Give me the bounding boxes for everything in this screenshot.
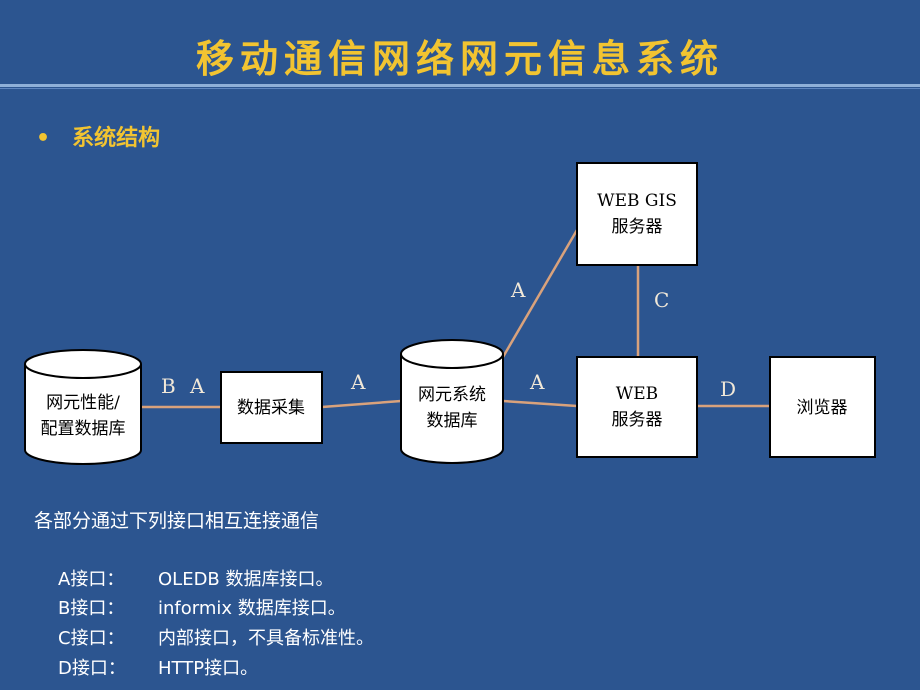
interface-desc-b: informix 数据库接口。 [158, 598, 346, 619]
interface-label-d: D [720, 377, 736, 401]
title-divider-thin [0, 88, 920, 89]
link-sysdb-webgis [501, 229, 579, 358]
interface-row-b: B接口： informix 数据库接口。 [58, 594, 346, 620]
interface-row-d: D接口： HTTP接口。 [58, 654, 258, 680]
interface-desc-d: HTTP接口。 [158, 658, 259, 679]
section-heading: • 系统结构 [36, 120, 160, 152]
network-system-database: 网元系统 数据库 [400, 339, 504, 464]
title-divider [0, 84, 920, 87]
webgis-server-label-2: 服务器 [612, 217, 663, 237]
network-config-database-label-1: 网元性能/ [46, 393, 120, 413]
section-heading-text: 系统结构 [72, 126, 161, 151]
interface-key-a: A接口： [58, 569, 125, 590]
interface-row-a: A接口： OLEDB 数据库接口。 [58, 565, 334, 591]
browser-label: 浏览器 [797, 398, 848, 418]
interface-desc-c: 内部接口，不具备标准性。 [158, 628, 374, 649]
web-server-label-1: WEB [616, 384, 658, 404]
link-collect-sysdb [321, 399, 402, 409]
bullet-icon: • [36, 126, 51, 151]
interface-label-b: B [161, 374, 176, 398]
network-system-database-label-2: 数据库 [427, 411, 478, 431]
link-sysdb-web [502, 399, 578, 408]
network-config-database-label-2: 配置数据库 [41, 419, 126, 439]
interface-desc-a: OLEDB 数据库接口。 [158, 569, 334, 590]
browser-box: 浏览器 [769, 356, 876, 458]
interface-label-a-web: A [529, 370, 545, 394]
interface-key-d: D接口： [58, 658, 126, 679]
interface-row-c: C接口： 内部接口，不具备标准性。 [58, 624, 374, 650]
interface-label-a-collect: A [189, 374, 205, 398]
interface-key-c: C接口： [58, 628, 125, 649]
interface-key-b: B接口： [58, 598, 125, 619]
interface-label-a-sysdb: A [350, 370, 366, 394]
data-collection-label: 数据采集 [237, 398, 305, 418]
webgis-server-label-1: WEB GIS [597, 191, 677, 211]
interfaces-intro: 各部分通过下列接口相互连接通信 [34, 510, 320, 532]
web-server-label-2: 服务器 [612, 410, 663, 430]
interface-label-a-webgis: A [510, 278, 526, 302]
slide-title: 移动通信网络网元信息系统 [195, 37, 724, 81]
data-collection-box: 数据采集 [220, 371, 323, 444]
interface-label-c: C [654, 288, 669, 312]
network-system-database-label-1: 网元系统 [418, 385, 486, 405]
webgis-server-box: WEB GIS 服务器 [576, 162, 698, 266]
connection-lines [142, 229, 770, 409]
web-server-box: WEB 服务器 [576, 356, 698, 458]
network-config-database: 网元性能/ 配置数据库 [24, 349, 142, 465]
